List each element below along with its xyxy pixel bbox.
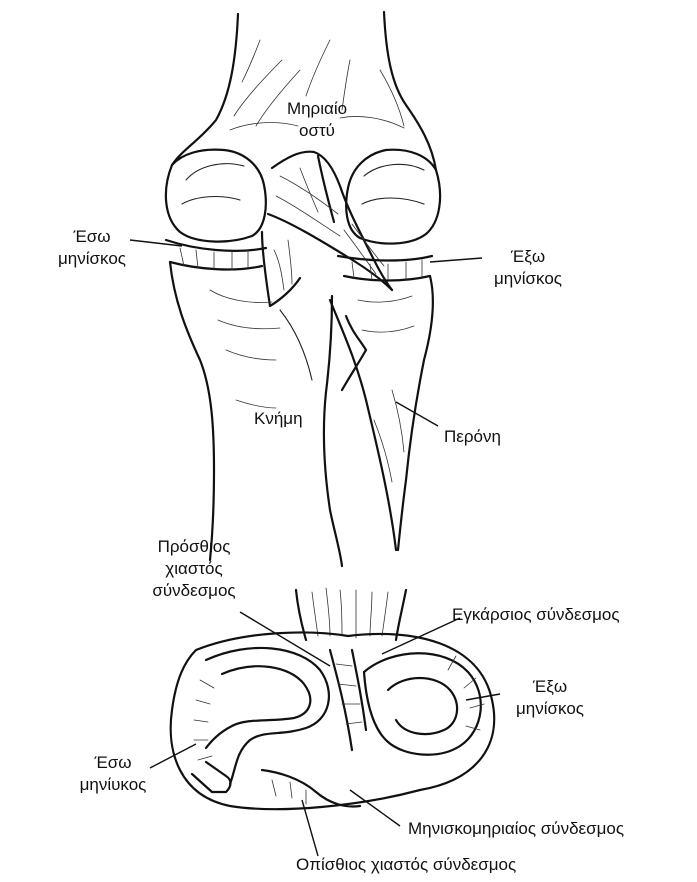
label-posterior-cruciate: Οπίσθιος χιαστός σύνδεσμος [296, 854, 516, 876]
label-lateral-meniscus-bottom-line1: Έξω [500, 676, 600, 698]
label-lateral-meniscus-top: Έξω μηνίσκος [478, 246, 578, 290]
label-medial-meniscus-bottom-line1: Έσω [70, 752, 156, 774]
label-lateral-meniscus-top-line2: μηνίσκος [478, 268, 578, 290]
femoral-condyle-medial [166, 150, 266, 242]
label-anterior-cruciate-line1: Πρόσθιος [134, 536, 254, 558]
leader-meniscofemoral [350, 790, 400, 826]
label-anterior-cruciate: Πρόσθιος χιαστός σύνδεσμος [134, 536, 254, 602]
label-medial-meniscus-top-line1: Έσω [52, 226, 132, 248]
label-medial-meniscus-top-line2: μηνίσκος [52, 248, 132, 270]
label-lateral-meniscus-bottom: Έξω μηνίσκος [500, 676, 600, 720]
leader-fibula [396, 402, 438, 426]
label-fibula: Περόνη [444, 426, 501, 448]
fibular-stub [192, 762, 231, 792]
label-femur: Μηριαίο οστύ [272, 98, 362, 142]
label-lateral-meniscus-top-line1: Έξω [478, 246, 578, 268]
lateral-meniscus-ring [364, 653, 484, 754]
leader-lateral-meniscus-top [430, 258, 482, 262]
label-medial-meniscus-bottom: Έσω μηνίυκος [70, 752, 156, 796]
label-transverse-ligament: Εγκάρσιος σύνδεσμος [452, 604, 620, 626]
label-medial-meniscus-bottom-line2: μηνίυκος [70, 774, 156, 796]
label-medial-meniscus-top: Έσω μηνίσκος [52, 226, 132, 270]
menisci-top [166, 240, 432, 281]
label-lateral-meniscus-bottom-line2: μηνίσκος [500, 698, 600, 720]
label-meniscofemoral-ligament: Μηνισκομηριαίος σύνδεσμος [408, 818, 624, 840]
femur-shaft [172, 12, 436, 170]
cruciate-ligaments-bottom [262, 650, 366, 806]
intercondylar-ligaments [262, 152, 392, 306]
label-anterior-cruciate-line3: σύνδεσμος [134, 580, 254, 602]
label-femur-line1: Μηριαίο [272, 98, 362, 120]
label-anterior-cruciate-line2: χιαστός [134, 558, 254, 580]
label-tibia: Κνήμη [254, 408, 303, 430]
fibula [330, 276, 433, 550]
femoral-condyle-lateral [346, 150, 440, 244]
leader-anterior-cruciate [240, 612, 330, 666]
leader-transverse-ligament [382, 618, 460, 654]
medial-meniscus-ring [194, 648, 329, 784]
label-femur-line2: οστύ [272, 120, 362, 142]
leader-lateral-meniscus-bottom [466, 694, 500, 700]
